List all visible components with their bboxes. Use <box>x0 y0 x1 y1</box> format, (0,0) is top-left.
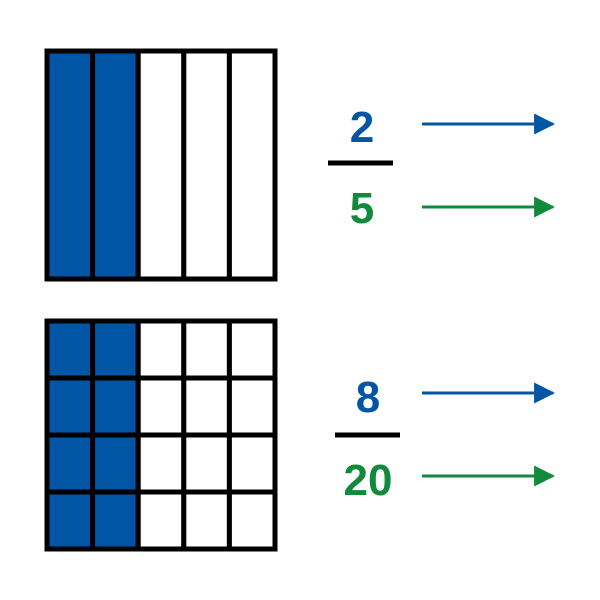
shaded-cell <box>44 318 96 381</box>
unshaded-cell <box>226 318 278 381</box>
unshaded-cell <box>135 318 187 381</box>
shaded-cell <box>90 375 141 438</box>
shaded-cell <box>44 48 96 282</box>
unshaded-cell <box>181 375 232 438</box>
unshaded-cell <box>181 48 232 282</box>
numerator-label: 8 <box>356 373 380 422</box>
unshaded-cell <box>181 432 232 495</box>
unshaded-cell <box>226 489 278 552</box>
fraction-group-bottom: 8 20 <box>44 318 556 552</box>
denominator-label: 5 <box>350 184 374 233</box>
shaded-cell <box>44 375 96 438</box>
unshaded-cell <box>226 48 278 282</box>
unshaded-cell <box>135 489 187 552</box>
unshaded-cell <box>135 432 187 495</box>
denominator-label: 20 <box>344 456 393 505</box>
unshaded-cell <box>226 432 278 495</box>
fraction-group-top: 2 5 <box>44 48 556 282</box>
shaded-cell <box>90 318 141 381</box>
unshaded-cell <box>181 318 232 381</box>
numerator-label: 2 <box>350 103 374 152</box>
unshaded-cell <box>135 375 187 438</box>
unshaded-cell <box>226 375 278 438</box>
unshaded-cell <box>181 489 232 552</box>
fraction-grid-2-of-5 <box>44 48 278 282</box>
shaded-cell <box>90 432 141 495</box>
fraction-grid-8-of-20 <box>44 318 278 552</box>
shaded-cell <box>44 432 96 495</box>
shaded-cell <box>44 489 96 552</box>
unshaded-cell <box>135 48 187 282</box>
shaded-cell <box>90 48 141 282</box>
shaded-cell <box>90 489 141 552</box>
